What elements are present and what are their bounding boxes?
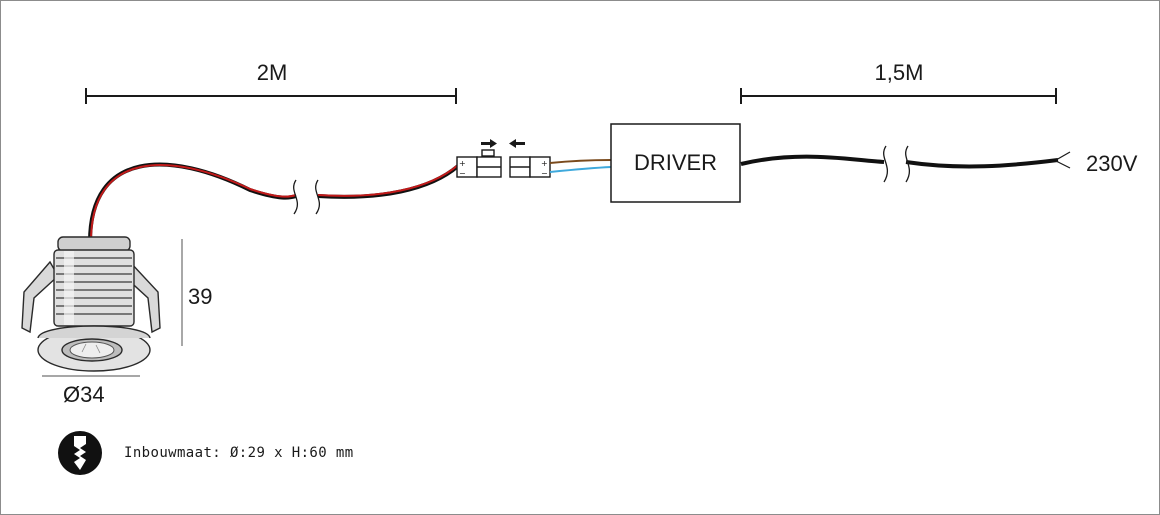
- driver-label: DRIVER: [633, 150, 718, 175]
- led-cable: [88, 162, 460, 243]
- driver-input-wires: [549, 159, 612, 173]
- cable-length-mains-label: 1,5M: [874, 60, 924, 85]
- installation-note: Inbouwmaat: Ø:29 x H:60 mm: [124, 445, 354, 461]
- diameter-label: Ø34: [63, 382, 105, 407]
- drill-icon: [58, 431, 102, 475]
- svg-text:+: +: [459, 159, 466, 168]
- connector-male: + −: [456, 149, 502, 178]
- installation-note-value: Ø:29 x H:60 mm: [229, 445, 354, 461]
- connector-female: + −: [509, 156, 551, 178]
- svg-text:+: +: [541, 159, 548, 168]
- spotlight-fixture: [21, 236, 161, 372]
- voltage-label: 230V: [1086, 151, 1138, 176]
- height-label: 39: [188, 284, 213, 309]
- svg-text:−: −: [459, 169, 466, 178]
- cable-length-led-label: 2M: [256, 60, 288, 85]
- fixture-cap: [57, 236, 131, 252]
- arrow-left-icon: [509, 139, 525, 148]
- dimension-2m: [85, 88, 457, 104]
- svg-text:−: −: [541, 169, 548, 178]
- arrow-right-icon: [481, 139, 497, 148]
- spring-clip-left: [21, 260, 59, 334]
- cable-break-mains: [883, 145, 911, 183]
- driver-box: [610, 123, 741, 203]
- dimension-1-5m: [740, 88, 1057, 104]
- wire-ends: [1055, 151, 1071, 169]
- mains-cable: [740, 154, 1059, 169]
- installation-note-label: Inbouwmaat:: [124, 445, 222, 461]
- cable-break-led: [293, 179, 321, 215]
